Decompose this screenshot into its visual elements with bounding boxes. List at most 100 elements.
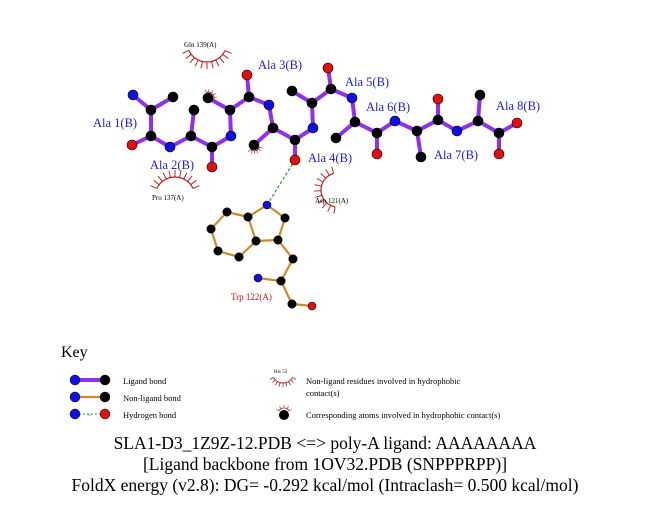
hydrophobic-arc-pro137-spike [153,179,160,186]
key-atom [99,408,111,420]
hydrophobic-arc-pro137-spike [179,170,182,178]
trp-atom [273,235,283,245]
trp-atom [307,301,317,311]
trp-atom [222,207,232,217]
residue-label-ala7: Ala 7(B) [434,148,478,162]
hydrophobic-atom-mark [249,146,261,152]
residue-label-ala2: Ala 2(B) [150,158,194,172]
residue-label-gln139: Gln 139(A) [184,41,217,49]
ligand-atom [164,141,176,153]
ligand-atom [206,161,218,173]
hydrophobic-arc-gln139-spike [182,50,190,54]
hydrophobic-atom-mark-spike [210,90,214,94]
ligand-atom [127,89,139,101]
key-hydrophobic-atom [279,410,289,420]
ligand-atom [346,92,358,104]
key-hydrophobic-atom-mark-spike [286,406,289,409]
trp-atom [276,276,286,286]
key-hydrophobic-atom-mark-spike [279,406,282,409]
hydrophobic-atom-mark [205,91,215,101]
ligand-atom [267,122,279,134]
residue-label-ala4: Ala 4(B) [308,151,352,165]
ligand-atom [289,134,301,146]
hydrophobic-arc-gln139-spike [194,59,199,67]
hydrophobic-arc-pro137 [156,176,194,189]
ligand-atom [206,141,218,153]
trp-atom [251,236,261,246]
ligand-atom [432,93,444,105]
key-nitrogen-atom [69,408,81,420]
title-line-1: SLA1-D3_1Z9Z-12.PDB <=> poly-A ligand: A… [114,433,537,453]
hydrophobic-arc-gln139-spike [185,53,192,60]
key-hydrophobic-arc-spike [275,381,278,386]
title-line-3: FoldX energy (v2.8): DG= -0.292 kcal/mol… [72,475,579,495]
hydrophobic-atom-mark-spike [256,150,259,154]
hydrophobic-arc-asp121-spike [331,166,335,174]
ligand-atom [202,92,214,104]
hydrophobic-arc-pro137-spike [150,185,158,189]
trp-atom [234,252,244,262]
key-legend [69,374,297,420]
hydrophobic-arc-pro137-spike [162,172,167,180]
hydrogen-bond [266,159,296,206]
key-hydrophobic-arc [273,377,293,384]
hydrophobic-arc-asp121-spike [315,194,322,198]
ligand-atom [325,83,337,95]
key-atom [99,391,111,403]
hydrophobic-arc-asp121-spike [321,202,328,209]
trp-atom [213,246,223,256]
hydrophobic-arc-asp121-spike [325,169,330,176]
hydrophobic-arc-asp121-spike [333,206,336,214]
ligand-atom [451,125,463,137]
key-nitrogen-atom [69,374,81,386]
ligand-atom [307,122,319,134]
hydrophobic-arc-gln139-spike [211,61,214,69]
hydrophobic-arc-pro137-spike [187,175,193,182]
hydrophobic-arc-asp121-spike [314,184,322,187]
hydrophobic-arc-pro137-spike [183,172,188,180]
ligand-atom [126,139,138,151]
hydrophobic-atom-mark-spike [259,146,263,149]
key-hydrophobic-residues-label-2: contact(s) [306,388,340,398]
key-hydrophobic-atom-mark [278,407,290,412]
residue-label-ala6: Ala 6(B) [366,100,410,114]
key-atom [99,374,111,386]
ligand-atom [263,99,275,111]
key-nonligand-bond-label: Non-ligand bond [123,393,182,403]
key-ligand-bond-label: Ligand bond [123,376,167,386]
residue-label-asp121: Asp 121(A) [315,197,349,205]
ligand-atom [474,89,486,101]
ligand-atom [511,117,523,129]
hydrophobic-arc-asp121-spike [316,178,324,183]
atoms [126,62,523,311]
hydrophobic-atom-mark-spike [247,149,251,153]
hydrophobic-arc-pro137-spike [190,179,197,186]
ligand-atom [349,116,361,128]
hydrophobic-arc-asp121-spike [320,172,327,179]
residue-label-ala8: Ala 8(B) [496,99,540,113]
trp-atom [262,200,272,210]
key-hydrophobic-arc-spike [272,379,276,383]
ligand-atom [289,154,301,166]
trp-atom [206,224,216,234]
ligand-atom [493,127,505,139]
hydrophobic-arc-gln139-spike [200,61,203,69]
ligand-atom [241,69,253,81]
ligand-atom [167,91,179,103]
ligand-atom [145,130,157,142]
hydrophobic-arc-asp121-spike [317,198,325,204]
hydrophobic-arc-pro137-spike [157,175,163,182]
ligand-atom [225,130,237,142]
key-nitrogen-atom [69,391,81,403]
ligand-atom [389,115,401,127]
trp-atom [288,254,298,264]
residue-label-trp122: Trp 122(A) [231,292,272,302]
ligand-atom [432,114,444,126]
hydrophobic-atom-mark-spike [212,92,216,96]
ligand-atom [493,148,505,160]
ligand-atom [286,85,298,97]
hydrophobic-atom-mark-spike [204,89,207,93]
ligand-atom [371,127,383,139]
ligand-atom [371,148,383,160]
